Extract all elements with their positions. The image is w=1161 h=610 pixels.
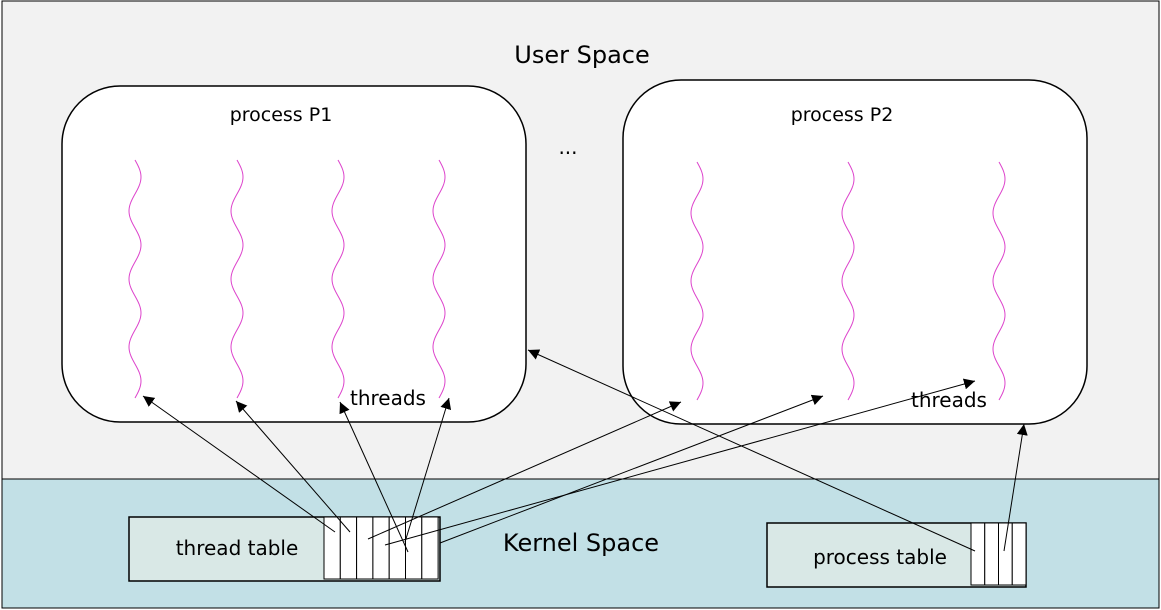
arrow-to-p1-thread-2 — [235, 400, 351, 533]
thread-table-slots — [323, 516, 439, 580]
process-ellipsis: ... — [558, 135, 577, 159]
process-p2-threads — [690, 161, 1006, 401]
process-table-slot-4 — [1011, 522, 1027, 586]
thread-table-slot-3 — [356, 516, 374, 580]
p2-thread-1 — [690, 161, 704, 401]
process-table-slot-1 — [970, 522, 986, 586]
arrow-to-p1-thread-1 — [142, 395, 336, 533]
process-p1-label: process P1 — [230, 104, 333, 126]
process-p1-box — [61, 85, 527, 423]
thread-table-arrows-p2 — [367, 378, 976, 546]
thread-table: thread table — [128, 516, 441, 582]
process-p2-threads-label: threads — [911, 388, 987, 412]
process-table-slot-3 — [998, 522, 1013, 586]
process-p1-threads — [128, 159, 446, 399]
thread-table-slot-7 — [421, 516, 439, 580]
p2-thread-2 — [841, 161, 855, 401]
process-table-label: process table — [813, 545, 947, 569]
arrow-to-p1-thread-3 — [339, 401, 409, 553]
process-p2-label: process P2 — [791, 104, 894, 126]
thread-table-arrows-p1 — [142, 395, 452, 553]
p1-thread-2 — [230, 159, 244, 399]
process-table-arrows — [527, 349, 1028, 552]
process-p2-box — [622, 79, 1088, 425]
p2-thread-3 — [992, 161, 1006, 401]
arrow-to-p2-thread-2 — [439, 394, 824, 544]
kernel-space-label: Kernel Space — [503, 529, 659, 557]
thread-table-slot-2 — [339, 516, 358, 580]
p1-thread-4 — [432, 159, 446, 399]
p1-thread-3 — [331, 159, 345, 399]
process-table-slots — [970, 522, 1027, 586]
user-space-label: User Space — [514, 41, 649, 69]
thread-table-label: thread table — [176, 536, 299, 560]
thread-table-slot-4 — [372, 516, 390, 580]
thread-table-slot-6 — [405, 516, 423, 580]
process-p1-threads-label: threads — [350, 386, 426, 410]
process-table-slot-2 — [984, 522, 999, 586]
p1-thread-1 — [128, 159, 142, 399]
arrow-to-p1-thread-4 — [404, 397, 452, 543]
arrow-to-p2-thread-1 — [367, 401, 682, 540]
arrow-to-process-p1 — [527, 349, 976, 552]
process-table: process table — [766, 522, 1027, 588]
arrow-to-process-p2 — [1003, 423, 1028, 552]
arrow-to-p2-thread-3 — [384, 378, 976, 546]
